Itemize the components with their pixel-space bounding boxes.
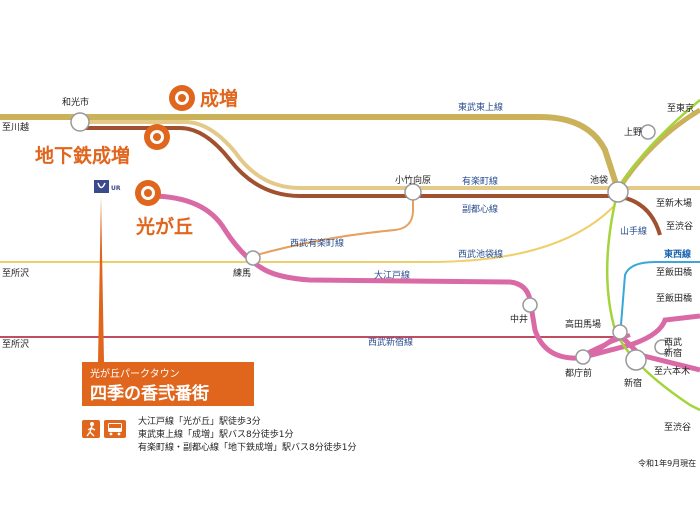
shinjuku-label: 新宿 (624, 377, 642, 389)
seibu-yurakucho-line (252, 183, 414, 257)
tobu-tojo-line (0, 114, 621, 191)
nerima-label: 練馬 (233, 267, 251, 279)
takadanobaba-station (612, 324, 628, 340)
chikatetsu-narimasu-label: 地下鉄成増 (35, 144, 130, 167)
yurakucho-line-label: 有楽町線 (462, 175, 498, 187)
seibu-shinjuku-label-1: 西武 (664, 336, 682, 348)
ikebukuro-label: 池袋 (590, 174, 608, 186)
as-of-note: 令和1年9月現在 (638, 458, 696, 468)
wakoshi-station (70, 112, 90, 132)
takadanobaba-label: 高田馬場 (565, 318, 601, 330)
dest-tozai: 東西線 (664, 248, 691, 260)
dest-tokyo: 至東京 (667, 102, 694, 114)
seibu-ikebukuro-line-label: 西武池袋線 (458, 248, 503, 260)
yurakucho-line (80, 120, 700, 190)
tobu-tojo-line-label: 東武東上線 (458, 101, 503, 113)
nakai-label: 中井 (510, 313, 528, 325)
callout-box (82, 362, 254, 406)
hikarigaoka-label: 光が丘 (135, 215, 193, 238)
callout-pointer (98, 196, 104, 362)
seibu-ikebukuro-line (0, 204, 616, 263)
seibu-shinjuku-station (654, 339, 670, 355)
yamanote-line (606, 99, 700, 412)
hikarigaoka-marker (135, 180, 161, 206)
ikebukuro-station (607, 181, 629, 203)
fukutoshin-line (80, 126, 662, 236)
ueno-label: 上野 (624, 127, 642, 138)
yamanote-line-label: 山手線 (620, 225, 647, 237)
narimasu-label: 成増 (200, 87, 238, 110)
narimasu-marker (169, 85, 195, 111)
dest-shibuya-1: 至渋谷 (666, 220, 693, 232)
access-line-1: 大江戸線「光が丘」駅徒歩3分 (138, 415, 261, 427)
dest-roppongi: 至六本木 (654, 365, 690, 377)
dest-shibuya-2: 至渋谷 (664, 421, 691, 433)
ur-logo: UR (94, 180, 121, 193)
shinjuku-station (625, 349, 647, 371)
callout-title: 四季の香弐番街 (90, 383, 209, 404)
seibu-shinjuku-label: 西武 新宿 (664, 336, 685, 359)
ueno-station (640, 124, 656, 140)
kotake-mukaihara-station (404, 183, 422, 201)
wakoshi-label: 和光市 (62, 96, 89, 108)
bus-icon (104, 420, 126, 438)
seibu-yurakucho-line-label: 西武有楽町線 (290, 237, 344, 249)
walk-icon (82, 420, 100, 438)
dest-iidabashi-1: 至飯田橋 (656, 266, 692, 278)
tobu-ueno-extension (615, 107, 700, 192)
tochomae-label: 都庁前 (565, 367, 592, 379)
oedo-line-label: 大江戸線 (374, 269, 410, 281)
access-line-3: 有楽町線・副都心線「地下鉄成増」駅バス8分徒歩1分 (138, 441, 356, 453)
access-line-2: 東武東上線「成増」駅バス8分徒歩1分 (138, 428, 293, 440)
seibu-shinjuku-line-label: 西武新宿線 (368, 336, 413, 348)
ur-logo-text: UR (111, 185, 121, 192)
dest-tokorozawa-2: 至所沢 (2, 338, 29, 350)
dest-shin-kiba: 至新木場 (656, 197, 692, 209)
seibu-shinjuku-label-2: 新宿 (664, 347, 682, 359)
dest-kawagoe: 至川越 (2, 121, 29, 133)
tozai-line (619, 261, 700, 338)
kotake-mukaihara-label: 小竹向原 (395, 174, 431, 186)
dest-tokorozawa-1: 至所沢 (2, 267, 29, 279)
nakai-station (522, 297, 538, 313)
dest-iidabashi-2: 至飯田橋 (656, 292, 692, 304)
nerima-station (245, 250, 261, 266)
fukutoshin-line-label: 副都心線 (462, 203, 498, 215)
chikatetsu-narimasu-marker (144, 124, 170, 150)
callout-subtitle: 光が丘パークタウン (90, 367, 180, 380)
tochomae-station (575, 349, 591, 365)
